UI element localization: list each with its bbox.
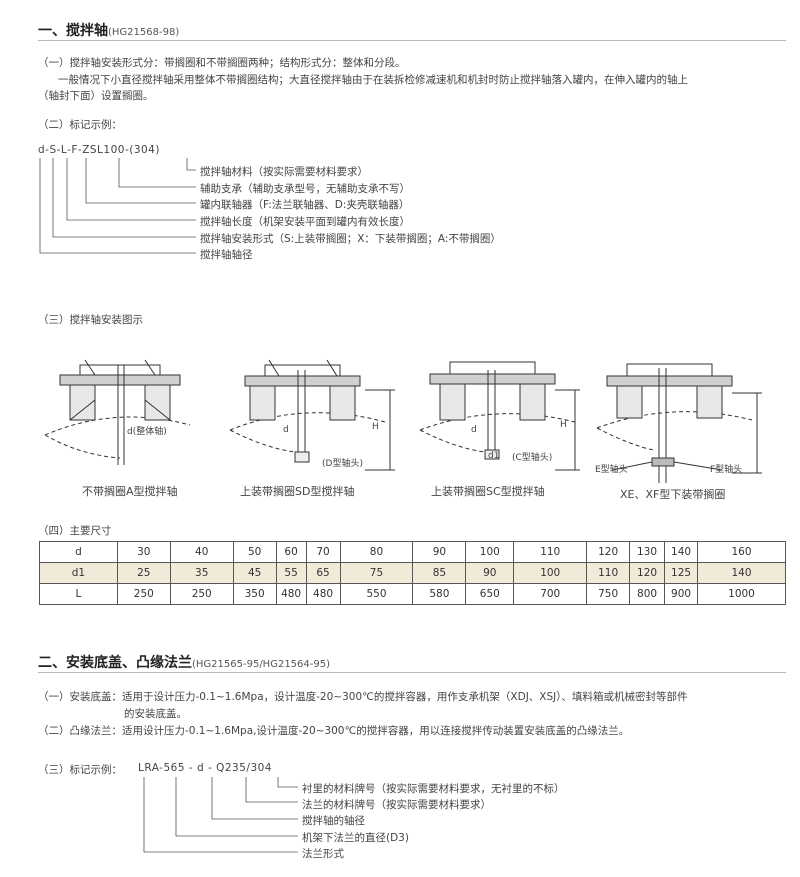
section2-divider [38,672,786,673]
section1-title: 一、搅拌轴 [38,23,108,39]
table-cell: 700 [513,583,588,605]
table-row-l: L 250 250 350 480 480 550 580 650 700 75… [39,583,786,605]
table-cell: 120 [629,562,666,584]
diagram-sd-type [229,359,395,471]
diagram-sc-caption: 上装带搁圈SC型搅拌轴 [431,485,545,498]
table-cell: 480 [305,583,341,605]
table-cell: 65 [305,562,341,584]
table-cell: 550 [339,583,414,605]
table-cell: 35 [169,562,234,584]
diagram-sc-mark-h: H [560,420,567,430]
section1-paragraph-1: （一）搅拌轴安装形式分：带搁圈和不带搁圈两种；结构形式分：整体和分段。 [38,57,406,69]
legend-2-item-1: 衬里的材料牌号（按实际需要材料要求，无衬里的不标） [302,783,565,795]
diagram-sc-mark-d: d [471,425,477,435]
section2-heading: 二、安装底盖、凸缘法兰(HG21565-95/HG21564-95) [38,652,330,672]
table-cell: 45 [232,562,277,584]
diagram-a-label: d(整体轴) [127,427,167,437]
table-cell: 110 [513,541,588,563]
table-row-d1: d1 25 35 45 55 65 75 85 90 100 110 120 1… [39,562,786,584]
table-cell: 1000 [697,583,786,605]
table-cell: 750 [586,583,631,605]
marking-heading-1: （二）标记示例： [38,119,122,131]
dimensions-table: d 30 40 50 60 70 80 90 100 110 120 130 1… [39,541,786,605]
legend-1-item-1: 搅拌轴材料（按实际需要材料要求） [200,166,368,178]
legend-1-item-5: 搅拌轴安装形式（S:上装带搁圈；X：下装带搁圈；A:不带搁圈） [200,233,501,245]
table-row-d: d 30 40 50 60 70 80 90 100 110 120 130 1… [39,541,786,563]
table-cell: 85 [412,562,467,584]
table-cell: 60 [275,541,307,563]
legend-1-item-6: 搅拌轴轴径 [200,249,253,261]
table-cell: 800 [629,583,666,605]
section2-code: (HG21565-95/HG21564-95) [192,659,330,670]
diagram-sd-mark-h: H [372,422,379,432]
table-cell: 25 [116,562,171,584]
section2-paragraph-1b: 的安装底盖。 [124,708,187,720]
legend-2-item-2: 法兰的材料牌号（按实际需要材料要求） [302,799,491,811]
legend-1-item-4: 搅拌轴长度（机架安装平面到罐内有效长度） [200,216,410,228]
diagram-sc-label: (C型轴头) [512,453,553,463]
section1-heading: 一、搅拌轴(HG21568-98) [38,20,179,40]
table-cell: 250 [116,583,171,605]
diagram-xe-xf-caption: XE、XF型下装带搁圈 [620,488,726,501]
diagram-sd-caption: 上装带搁圈SD型搅拌轴 [240,485,355,498]
table-cell: 120 [586,541,631,563]
marking-code-1: d-S-L-F-ZSL100-(304) [38,144,160,156]
marking-heading-2: （三）标记示例： [38,764,122,776]
table-cell: 140 [697,562,786,584]
diagram-xe-label: E型轴头 [595,465,628,475]
section1-paragraph-2b: （轴封下面）设置搁圈。 [38,90,154,102]
section2-paragraph-1a: （一）安装底盖：适用于设计压力-0.1~1.6Mpa，设计温度-20~300℃的… [38,691,688,703]
diagram-a-caption: 不带搁圈A型搅拌轴 [82,485,178,498]
section1-divider [38,40,786,41]
table-cell: 900 [664,583,699,605]
table-cell: 480 [275,583,307,605]
table-cell: 100 [513,562,588,584]
section2-title: 二、安装底盖、凸缘法兰 [38,655,192,671]
table-cell: 350 [232,583,277,605]
marking-code-2: LRA-565 - d - Q235/304 [138,762,272,774]
diagram-a-type [44,359,191,465]
table-cell: 650 [465,583,515,605]
table-cell: 70 [305,541,341,563]
legend-2-item-4: 机架下法兰的直径(D3) [302,832,409,844]
table-cell: 40 [169,541,234,563]
legend-1-item-2: 辅助支承（辅助支承型号，无辅助支承不写） [200,183,410,195]
section2-paragraph-2: （二）凸缘法兰：适用设计压力-0.1~1.6Mpa,设计温度-20~300℃的搅… [38,725,630,737]
section1-paragraph-2a: 一般情况下小直径搅拌轴采用整体不带搁圈结构；大直径搅拌轴由于在装拆检修减速机和机… [58,74,688,86]
diagram-sd-mark-d: d [283,425,289,435]
diagram-sd-label: (D型轴头) [322,459,363,469]
table-cell: 125 [664,562,699,584]
diagram-xe-xf-type [596,363,762,483]
legend-2-item-3: 搅拌轴的轴径 [302,815,365,827]
legend-2-item-5: 法兰形式 [302,848,344,860]
section1-code: (HG21568-98) [108,27,180,38]
install-heading: （三）搅拌轴安装图示 [38,314,143,326]
dims-heading: （四）主要尺寸 [38,525,112,537]
table-cell: 90 [465,562,515,584]
table-cell: 160 [697,541,786,563]
diagram-xf-label: F型轴头 [710,465,743,475]
table-cell: 580 [412,583,467,605]
diagram-sc-mark-d1: d1 [488,451,500,461]
legend-1-item-3: 罐内联轴器（F:法兰联轴器、D:夹壳联轴器） [200,199,410,211]
table-cell: 140 [664,541,699,563]
diagram-sc-type [419,361,580,471]
